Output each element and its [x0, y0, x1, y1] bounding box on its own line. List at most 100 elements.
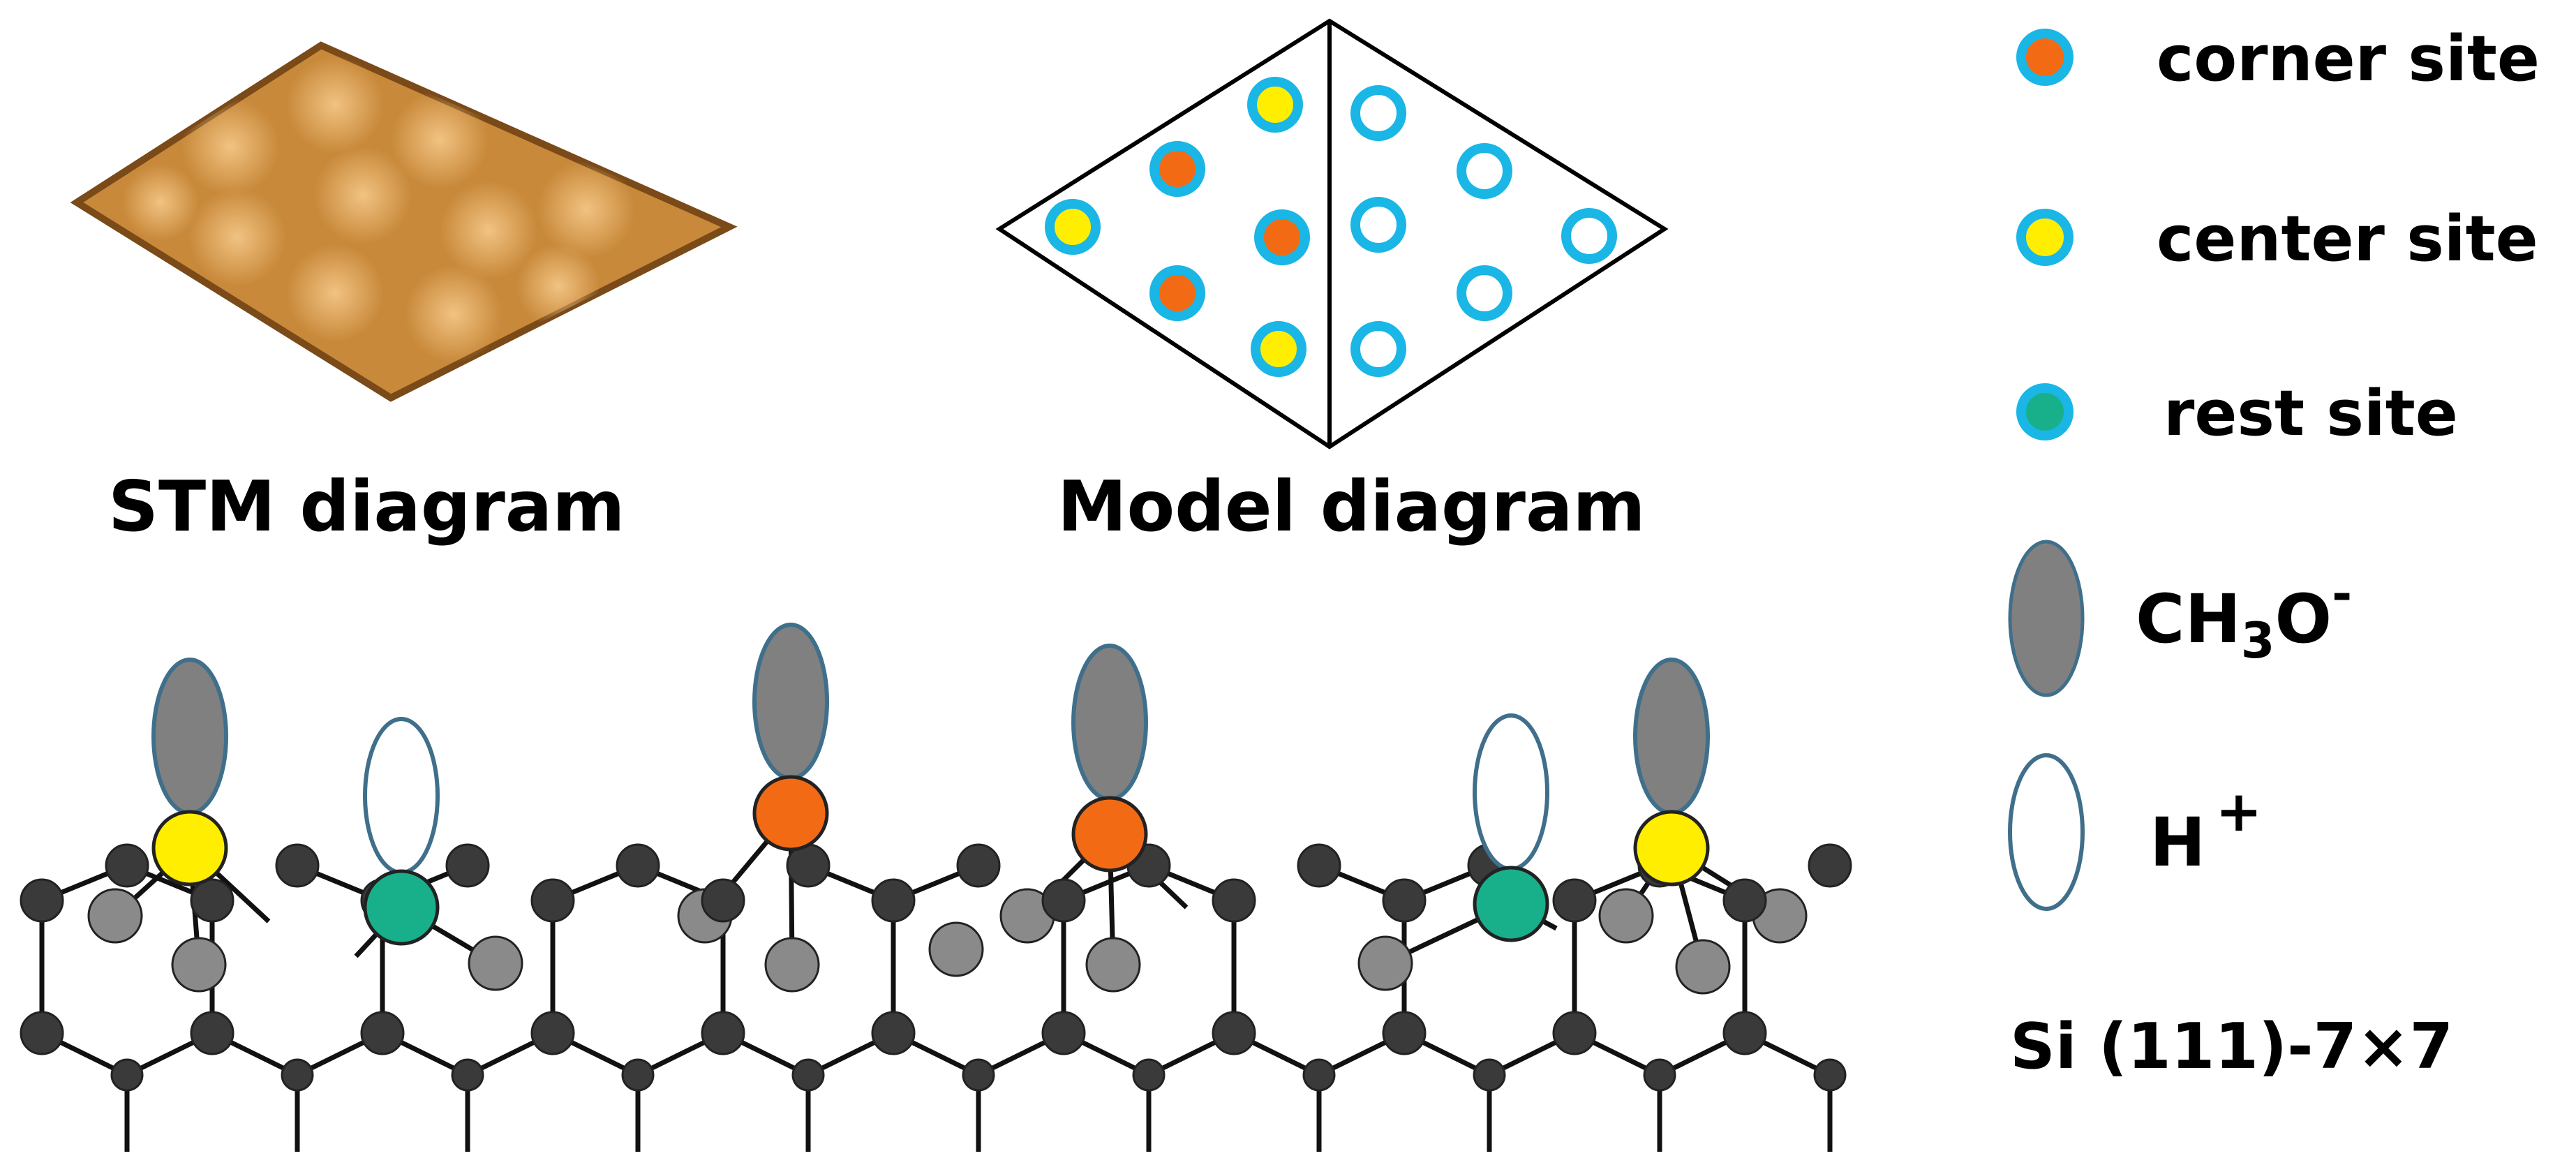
- methoxy-adsorbate: [151, 658, 228, 815]
- h-charge: +: [2215, 779, 2262, 844]
- silicon-atom: [1041, 878, 1086, 923]
- methoxy-adsorbate: [1633, 658, 1710, 815]
- model-rhombus: [995, 18, 1669, 450]
- adsorption-site-corner: [752, 775, 829, 852]
- silicon-atom: [621, 1058, 655, 1092]
- silicon-atom: [451, 1058, 484, 1092]
- stm-bumps: [122, 56, 635, 363]
- silicon-atom: [962, 1058, 995, 1092]
- model-site-empty: [1350, 197, 1406, 253]
- proton-ellipse-icon: [2008, 753, 2085, 911]
- silicon-atom: [105, 843, 149, 888]
- silicon-atom: [190, 1011, 234, 1055]
- model-diagram: [995, 18, 1669, 450]
- ch3o-subscript: 3: [2241, 612, 2275, 669]
- model-sites: [1045, 77, 1617, 377]
- silicon-atom: [791, 1058, 825, 1092]
- stm-caption: STM diagram: [108, 466, 625, 547]
- silicon-atom: [616, 843, 660, 888]
- center-site-icon: [2016, 209, 2074, 266]
- adsorption-site-center: [151, 810, 228, 887]
- model-site-empty: [1457, 143, 1512, 199]
- methoxy-ellipse-icon: [2008, 540, 2085, 697]
- silicon-atom: [764, 937, 820, 993]
- model-site-empty: [1350, 321, 1406, 377]
- silicon-atom: [1675, 939, 1731, 995]
- legend-corner-label: corner site: [2157, 22, 2540, 96]
- model-site-corner: [1149, 265, 1205, 321]
- methoxy-adsorbate: [1071, 644, 1148, 801]
- silicon-atom: [468, 935, 523, 991]
- legend-corner: corner site: [2016, 22, 2540, 96]
- legend: corner site center site rest site CH3O- …: [2008, 22, 2540, 1083]
- silicon-atom: [1382, 1011, 1427, 1055]
- silicon-atom: [1552, 878, 1597, 923]
- surface-label: Si (111)-7×7: [2010, 1010, 2453, 1083]
- silicon-atom: [360, 1011, 405, 1055]
- silicon-atom: [110, 1058, 144, 1092]
- adsorption-site-rest: [363, 869, 440, 946]
- model-site-center: [1045, 199, 1101, 255]
- legend-h: H+: [2008, 753, 2262, 911]
- model-site-corner: [1254, 209, 1310, 265]
- h-base: H: [2150, 803, 2205, 882]
- silicon-atom: [956, 843, 1001, 888]
- silicon-atom: [1808, 843, 1852, 888]
- silicon-atom: [701, 878, 745, 923]
- rest-site-icon: [2016, 383, 2074, 440]
- adsorbate-layer: [151, 623, 1710, 946]
- silicon-atom: [1722, 1011, 1767, 1055]
- model-site-empty: [1350, 85, 1406, 141]
- proton-adsorbate: [363, 717, 440, 875]
- silicon-atom: [20, 878, 64, 923]
- silicon-atom: [171, 937, 227, 993]
- silicon-atom: [1598, 888, 1654, 944]
- silicon-atom: [1382, 878, 1427, 923]
- silicon-atom: [1041, 1011, 1086, 1055]
- silicon-atom: [1643, 1058, 1676, 1092]
- silicon-atom: [20, 1011, 64, 1055]
- legend-center: center site: [2016, 202, 2538, 276]
- ch3o-charge: -: [2332, 565, 2352, 623]
- legend-ch3o: CH3O-: [2008, 540, 2352, 697]
- model-site-corner: [1149, 141, 1205, 197]
- stm-image: [70, 41, 738, 402]
- adsorption-site-rest: [1473, 866, 1549, 942]
- model-site-center: [1247, 77, 1303, 133]
- silicon-atom: [530, 878, 575, 923]
- legend-ch3o-label: CH3O-: [2136, 565, 2352, 669]
- silicon-atom: [530, 1011, 575, 1055]
- silicon-atom: [1297, 843, 1341, 888]
- adsorption-site-center: [1633, 810, 1710, 887]
- silicon-atom: [1302, 1058, 1336, 1092]
- adsorption-site-corner: [1071, 796, 1148, 873]
- legend-rest-label: rest site: [2164, 377, 2458, 450]
- model-site-center: [1251, 321, 1306, 377]
- silicon-atom: [1552, 1011, 1597, 1055]
- silicon-atom: [1085, 937, 1141, 993]
- silicon-atom: [275, 843, 320, 888]
- ch3o-prefix: CH: [2136, 580, 2241, 658]
- silicon-atom: [928, 921, 984, 977]
- model-site-empty: [1561, 208, 1617, 264]
- silicon-atom: [190, 878, 234, 923]
- proton-adsorbate: [1473, 713, 1549, 871]
- ch3o-oxygen: O: [2275, 580, 2332, 658]
- methoxy-adsorbate: [752, 623, 829, 780]
- silicon-atom: [87, 888, 143, 944]
- silicon-atom: [1357, 935, 1413, 991]
- corner-site-icon: [2016, 29, 2074, 86]
- model-site-empty: [1457, 265, 1512, 321]
- legend-rest: rest site: [2016, 377, 2458, 450]
- legend-h-label: H+: [2150, 779, 2262, 882]
- silicon-atom: [445, 843, 490, 888]
- silicon-atom: [871, 878, 916, 923]
- silicon-atom: [701, 1011, 745, 1055]
- silicon-atom: [1212, 878, 1256, 923]
- silicon-atom: [1722, 878, 1767, 923]
- model-caption: Model diagram: [1057, 466, 1646, 547]
- silicon-atom: [1212, 1011, 1256, 1055]
- silicon-atom: [1473, 1058, 1506, 1092]
- silicon-atom: [871, 1011, 916, 1055]
